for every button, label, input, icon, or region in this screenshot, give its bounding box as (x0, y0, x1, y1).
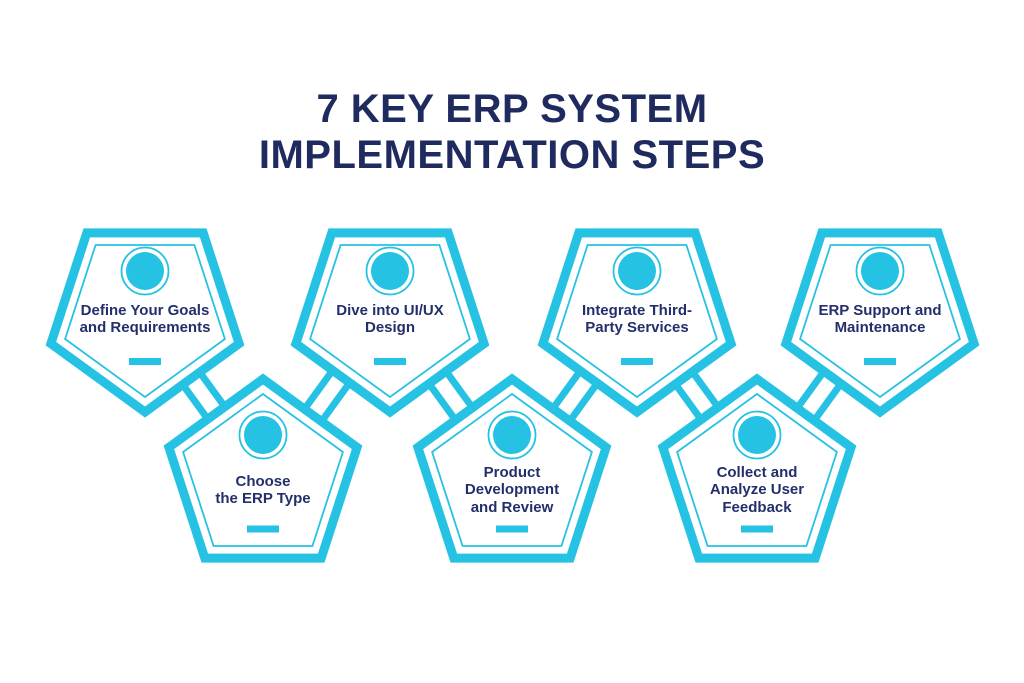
step-label: Define Your Goals and Requirements (79, 301, 211, 336)
step-label: ERP Support and Maintenance (818, 301, 942, 336)
step-marker-icon (244, 416, 282, 454)
step-underline-dash (864, 358, 896, 365)
pentagon-shape (45, 228, 245, 418)
pentagon-shape (780, 228, 980, 418)
step-1-define-goals: Define Your Goals and Requirements (40, 224, 250, 424)
step-7-user-feedback: Collect and Analyze User Feedback (652, 367, 862, 567)
pentagon-outer-border (45, 228, 245, 418)
step-underline-dash (247, 525, 279, 533)
step-marker-ring-icon (487, 410, 537, 460)
pentagon-inner-line (676, 392, 838, 547)
step-5-choose-erp-type: Choose the ERP Type (158, 367, 368, 567)
step-underline-dash (621, 358, 653, 365)
step-marker-ring-icon (238, 410, 288, 460)
infographic-title: 7 KEY ERP SYSTEM IMPLEMENTATION STEPS (258, 87, 766, 178)
pentagon-shape (657, 373, 857, 563)
pentagon-shape (290, 228, 490, 418)
pentagon-shape (412, 373, 612, 563)
pentagon-inner-line (309, 244, 471, 399)
pentagon-shape (537, 228, 737, 418)
step-marker-ring-icon (732, 410, 782, 460)
step-underline-dash (374, 358, 406, 365)
step-marker-icon (493, 416, 531, 454)
step-2-uiux-design: Dive into UI/UX Design (285, 224, 495, 424)
pentagon-inner-line (182, 392, 344, 547)
pentagon-inner-line (556, 244, 718, 399)
pentagon-inner-line (799, 244, 961, 399)
step-marker-icon (371, 252, 409, 290)
step-marker-icon (618, 252, 656, 290)
step-marker-icon (738, 416, 776, 454)
pentagon-shape (163, 373, 363, 563)
step-marker-ring-icon (120, 246, 170, 296)
step-underline-dash (496, 525, 528, 533)
step-marker-ring-icon (612, 246, 662, 296)
step-6-product-development: Product Development and Review (407, 367, 617, 567)
pentagon-outer-border (537, 228, 737, 418)
step-label: Choose the ERP Type (215, 472, 311, 507)
step-label: Integrate Third- Party Services (581, 301, 692, 336)
step-4-support-maintenance: ERP Support and Maintenance (775, 224, 985, 424)
step-marker-ring-icon (365, 246, 415, 296)
step-underline-dash (741, 525, 773, 533)
pentagon-outer-border (163, 373, 363, 563)
pentagon-outer-border (657, 373, 857, 563)
pentagon-inner-line (431, 392, 593, 547)
pentagon-outer-border (412, 373, 612, 563)
pentagon-outer-border (290, 228, 490, 418)
step-marker-icon (861, 252, 899, 290)
step-label: Collect and Analyze User Feedback (709, 463, 805, 516)
step-marker-icon (126, 252, 164, 290)
pentagon-inner-line (64, 244, 226, 399)
step-underline-dash (129, 358, 161, 365)
step-marker-ring-icon (855, 246, 905, 296)
pentagon-outer-border (780, 228, 980, 418)
step-label: Dive into UI/UX Design (336, 301, 444, 336)
step-label: Product Development and Review (464, 463, 560, 516)
step-3-integrate-services: Integrate Third- Party Services (532, 224, 742, 424)
